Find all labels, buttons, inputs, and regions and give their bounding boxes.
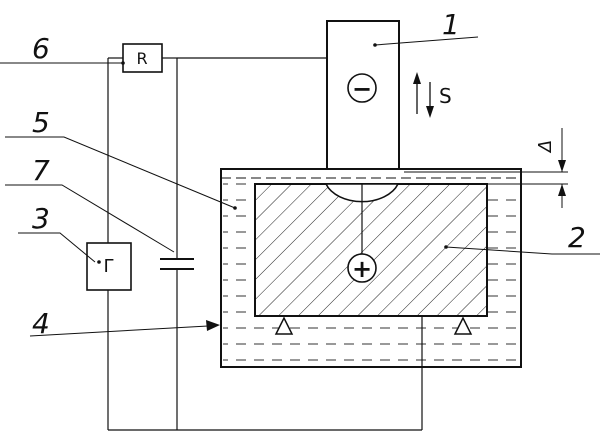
label-tool: 1 [442,8,460,41]
leader-line [5,184,175,253]
resistor-box [122,43,163,73]
arrow-down-icon [426,106,434,118]
leader-line [445,246,600,255]
label-dielectric: 5 [32,106,50,139]
tool-polarity: − [352,75,372,103]
gap-dimension: Δ [404,128,568,208]
gap-label: Δ [535,140,556,154]
workpiece-polarity: + [352,255,372,283]
workpiece-hatch [256,185,486,315]
arrow-up-icon [413,72,421,84]
label-generator: 3 [32,202,50,235]
resistor-symbol: R [136,49,147,68]
leader-line [5,136,236,209]
generator: Г [86,242,132,291]
tool-electrode: − [326,20,400,170]
label-workpiece: 2 [568,221,586,254]
generator-box [86,242,132,291]
support-triangle-icon [453,316,473,335]
arrow-down-icon [558,160,566,172]
leader-lines [0,36,600,337]
circuit-wiring [107,57,423,431]
resistor: R [122,43,163,73]
leader-line [374,36,479,46]
label-capacitor: 7 [32,154,50,187]
workpiece: + [254,183,488,317]
plus-polarity-icon [347,253,377,283]
arrow-up-icon [558,184,566,196]
support-triangle-icon [274,316,294,335]
feed-arrows: S [413,72,452,118]
feed-label: S [439,84,452,108]
number-labels: 1 6 5 7 3 2 4 [32,8,586,340]
leader-line [18,232,96,263]
label-resistor: 6 [32,32,50,65]
label-support: 4 [32,307,50,340]
minus-polarity-icon [347,73,377,103]
arrow-right-icon [206,320,220,331]
leader-dots [97,43,448,264]
workpiece-supports [274,316,473,335]
generator-symbol: Г [104,256,115,277]
leader-line [29,325,209,337]
